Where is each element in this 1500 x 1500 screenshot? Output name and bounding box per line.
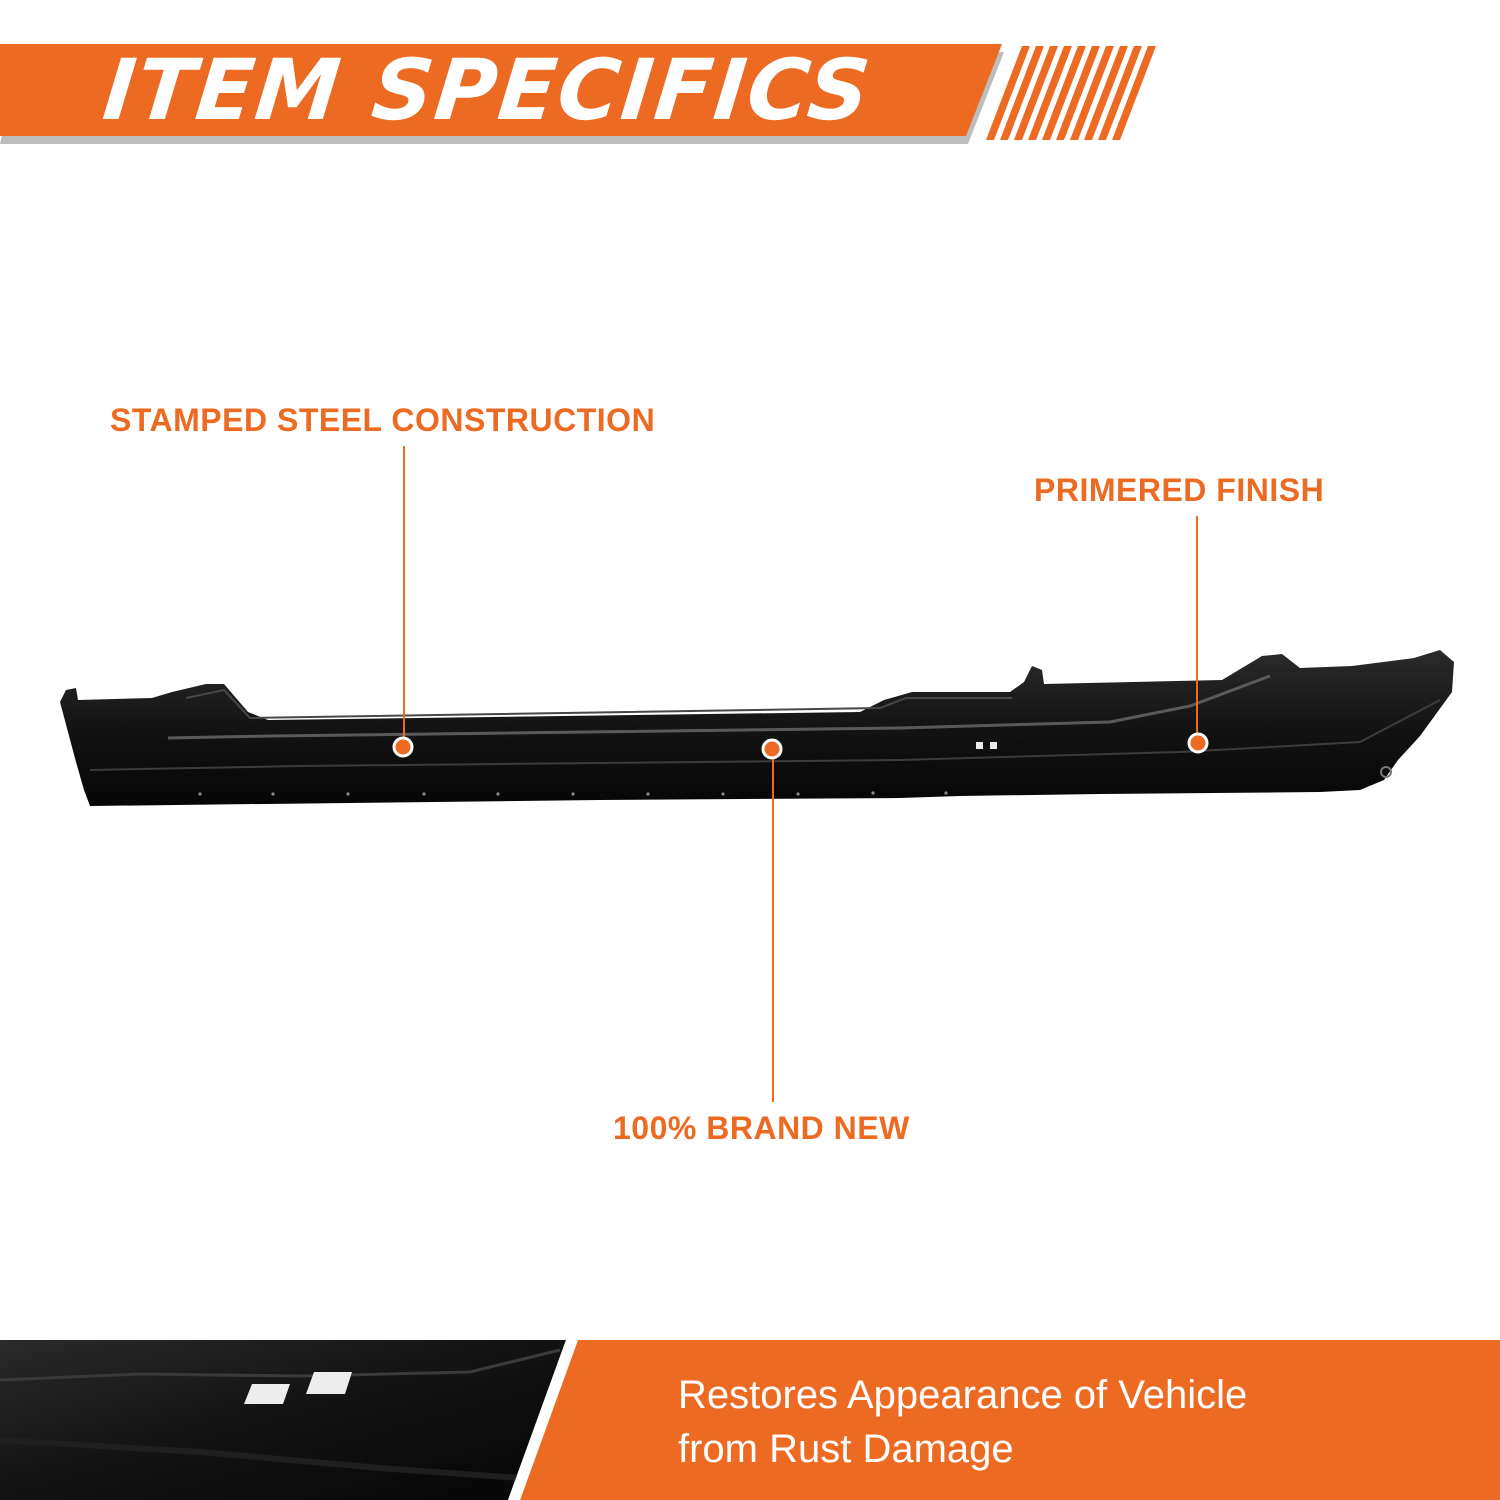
callout-stamped-steel: STAMPED STEEL CONSTRUCTION [110, 402, 656, 438]
footer-closeup-image [0, 1340, 566, 1500]
rocker-panel-holes [198, 791, 948, 796]
rocker-panel-image [60, 650, 1454, 806]
rocker-panel-highlight [89, 699, 1441, 771]
footer-caption: Restores Appearance of Vehicle from Rust… [678, 1368, 1468, 1476]
diagonal-stripes-icon [986, 46, 1156, 140]
footer-caption-line-1: Restores Appearance of Vehicle [678, 1373, 1248, 1417]
footer-divider [508, 1340, 578, 1500]
callout-new-leader [761, 738, 783, 1102]
callout-primered-finish: PRIMERED FINISH [1034, 472, 1325, 508]
footer-caption-line-2: from Rust Damage [678, 1427, 1014, 1471]
page-title: ITEM SPECIFICS [98, 41, 877, 139]
rocker-panel-highlight [167, 674, 1271, 740]
orange-dot-icon [392, 736, 414, 758]
orange-dot-icon [761, 738, 783, 760]
callout-steel-leader [392, 446, 414, 758]
callout-brand-new: 100% BRAND NEW [613, 1110, 910, 1146]
callout-primer-leader [1187, 516, 1209, 754]
orange-dot-icon [1187, 732, 1209, 754]
rocker-panel-body [60, 650, 1454, 806]
rocker-panel-highlight [185, 688, 1012, 720]
